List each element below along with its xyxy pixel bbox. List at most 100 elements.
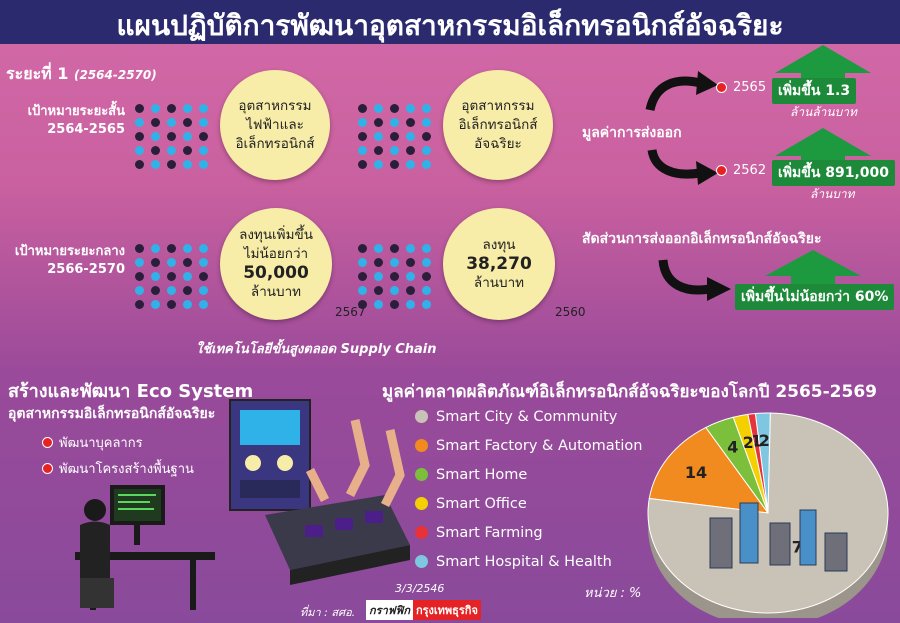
circle3-value: 50,000 <box>243 263 309 283</box>
export-label: มูลค่าการส่งออก <box>582 125 682 141</box>
share-inc: เพิ่มขึ้นไม่น้อยกว่า 60% <box>735 284 895 310</box>
circle-invest-increase: ลงทุนเพิ่มขึ้น ไม่น้อยกว่า 50,000 ล้านบา… <box>220 208 332 320</box>
dot <box>199 104 208 113</box>
red-dot-icon <box>716 82 727 93</box>
circle2-l1: อุตสาหกรรม <box>461 97 535 114</box>
year-2560: 2560 <box>555 305 586 319</box>
pie-slice-1 <box>648 426 770 514</box>
city-building <box>709 517 733 569</box>
pie-value-label-4: 1 <box>751 432 762 451</box>
dot <box>199 244 208 253</box>
dot <box>406 132 415 141</box>
circle4-l3: ล้านบาท <box>473 274 525 291</box>
eco-bullet-2: พัฒนาโครงสร้างพื้นฐาน <box>42 458 194 479</box>
dot <box>135 244 144 253</box>
dot <box>167 104 176 113</box>
dot <box>358 300 367 309</box>
page-title: แผนปฏิบัติการพัฒนาอุตสาหกรรมอิเล็กทรอนิก… <box>116 9 784 42</box>
curved-arrow-icon <box>658 259 731 301</box>
dot <box>390 118 399 127</box>
dot <box>422 118 431 127</box>
dot <box>199 286 208 295</box>
unit-note: หน่วย : % <box>584 586 642 601</box>
dot <box>135 258 144 267</box>
circle1-l1: อุตสาหกรรม <box>238 97 312 114</box>
circle-electrical: อุตสาหกรรม ไฟฟ้าและ อิเล็กทรอนิกส์ <box>220 70 330 180</box>
dot <box>422 146 431 155</box>
credit-graphic: กราฟฟิก <box>366 600 413 620</box>
circle2-l2: อิเล็กทรอนิกส์ <box>458 116 538 133</box>
title-bar <box>0 0 900 44</box>
dot <box>374 118 383 127</box>
dot <box>358 160 367 169</box>
dot <box>422 244 431 253</box>
dot <box>151 258 160 267</box>
legend-label-0: Smart City & Community <box>436 408 618 425</box>
legend-item: Smart Office <box>415 489 642 518</box>
dot <box>199 118 208 127</box>
market-title: มูลค่าตลาดผลิตภัณฑ์อิเล็กทรอนิกส์อัจฉริย… <box>382 382 878 402</box>
eco-b1: พัฒนาบุคลากร <box>59 436 143 451</box>
export-inc1: เพิ่มขึ้น 1.3 <box>772 78 857 104</box>
dot <box>406 118 415 127</box>
short-goal-label: เป้าหมายระยะสั้น <box>27 104 125 119</box>
dot <box>183 258 192 267</box>
dot <box>374 258 383 267</box>
dot <box>135 272 144 281</box>
dot <box>358 258 367 267</box>
circle1-l2: ไฟฟ้าและ <box>246 116 304 133</box>
mid-goal-years: 2566-2570 <box>47 262 125 277</box>
legend-label-2: Smart Home <box>436 466 528 483</box>
dot <box>135 160 144 169</box>
red-dot-icon <box>42 437 53 448</box>
source-text: ที่มา : สศอ. <box>300 606 356 619</box>
export-y1: 2565 <box>733 80 767 95</box>
dot <box>183 146 192 155</box>
city-building <box>739 502 759 564</box>
dot <box>358 118 367 127</box>
legend-item: Smart Home <box>415 460 642 489</box>
green-up-arrow-icon <box>765 250 861 292</box>
pie-value-label-5: 2 <box>759 431 770 450</box>
dot <box>406 272 415 281</box>
dot <box>374 104 383 113</box>
dot <box>167 160 176 169</box>
city-building <box>824 532 848 572</box>
dot <box>358 146 367 155</box>
dot <box>183 300 192 309</box>
red-dot-icon <box>42 463 53 474</box>
dot <box>183 244 192 253</box>
dot-arrow-1 <box>135 104 208 169</box>
dot <box>406 286 415 295</box>
circle4-l1: ลงทุน <box>482 236 516 253</box>
legend-swatch-1 <box>415 439 428 452</box>
legend-swatch-5 <box>415 555 428 568</box>
red-dot-icon <box>716 165 727 176</box>
legend-item: Smart Hospital & Health <box>415 547 642 576</box>
factory-robot-illustration <box>229 399 410 585</box>
legend-item: Smart Farming <box>415 518 642 547</box>
legend-item: Smart City & Community <box>415 402 642 431</box>
dot <box>167 146 176 155</box>
legend-label-5: Smart Hospital & Health <box>436 553 612 570</box>
dot <box>390 258 399 267</box>
dot <box>151 104 160 113</box>
export-y2: 2562 <box>733 163 767 178</box>
eco-bullet-1: พัฒนาบุคลากร <box>42 432 143 453</box>
dot <box>374 286 383 295</box>
eco-title: สร้างและพัฒนา Eco System <box>8 381 254 402</box>
legend-label-1: Smart Factory & Automation <box>436 437 643 454</box>
year-2567: 2567 <box>335 305 366 319</box>
dot <box>135 118 144 127</box>
legend-item: Smart Factory & Automation <box>415 431 642 460</box>
circle-invest: ลงทุน 38,270 ล้านบาท <box>443 208 555 320</box>
legend-swatch-2 <box>415 468 428 481</box>
dot <box>406 300 415 309</box>
dot <box>374 160 383 169</box>
pie-value-label-2: 4 <box>727 437 738 456</box>
export-inc2: เพิ่มขึ้น 891,000 <box>772 160 896 186</box>
dot <box>199 132 208 141</box>
mid-goal: เป้าหมายระยะกลาง 2566-2570 <box>10 243 125 279</box>
dot-arrow-2 <box>358 104 431 169</box>
dot <box>358 132 367 141</box>
